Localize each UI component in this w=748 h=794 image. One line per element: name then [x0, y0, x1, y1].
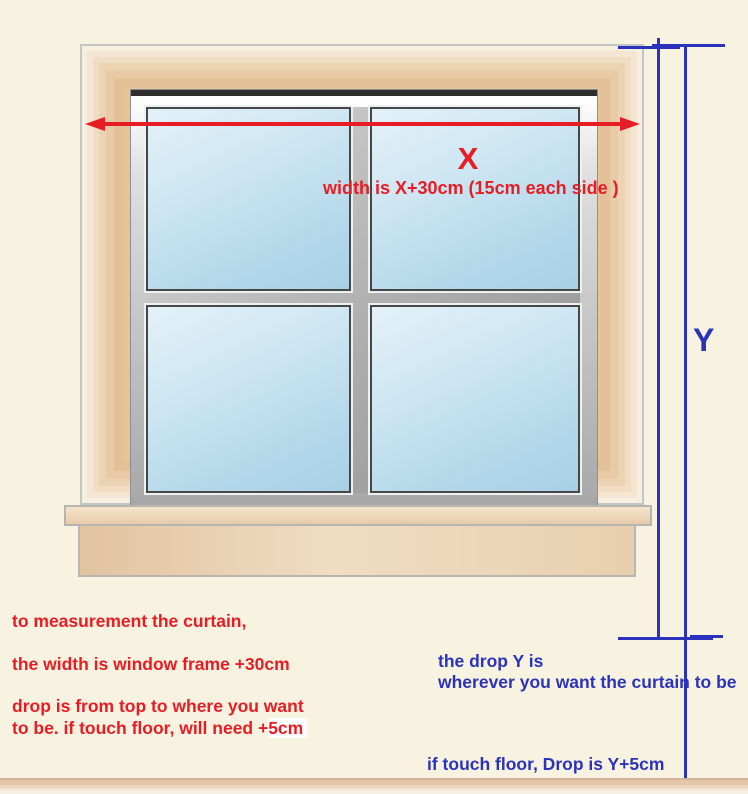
arrow-shaft	[101, 122, 624, 126]
drop-note-line2: wherever you want the curtain to be	[438, 672, 737, 692]
window-pane-bottom-right	[368, 303, 582, 495]
instruction-measure-curtain: to measurement the curtain,	[12, 611, 247, 631]
floor-note: if touch floor, Drop is Y+5cm	[427, 754, 665, 774]
width-measure-arrow	[85, 117, 640, 131]
window-pane-top-right	[368, 105, 582, 293]
window-mullions	[144, 105, 582, 495]
window-sill-apron	[78, 526, 636, 577]
instruction-width-rule: the width is window frame +30cm	[12, 654, 290, 674]
instruction-drop-line1: drop is from top to where you want	[12, 696, 304, 716]
drop-note: the drop Y is wherever you want the curt…	[438, 651, 737, 693]
floor-strip	[0, 778, 748, 794]
width-formula-label: width is X+30cm (15cm each side )	[323, 178, 619, 198]
instruction-drop-line2: to be. if touch floor, will need +5cm	[12, 717, 308, 739]
drop-note-line1: the drop Y is	[438, 651, 544, 671]
arrowhead-right-icon	[620, 117, 640, 131]
drop-mid-tick-2	[690, 635, 723, 638]
window-frame	[131, 90, 597, 505]
arrowhead-left-icon	[85, 117, 105, 131]
window-sill	[64, 505, 652, 526]
instruction-drop-line2-text: to be. if touch floor, will need +	[12, 718, 269, 738]
x-label: X	[457, 141, 479, 176]
drop-mid-tick	[618, 637, 713, 640]
window-pane-bottom-left	[144, 303, 353, 495]
instruction-drop-rule: drop is from top to where you want to be…	[12, 695, 308, 739]
plus-5cm-highlight: 5cm	[268, 718, 308, 738]
drop-top-tick	[618, 46, 680, 49]
drop-line-y-plus-5	[684, 45, 687, 787]
drop-line-y	[657, 38, 660, 638]
drop-top-tick-2	[652, 44, 725, 47]
y-label: Y	[693, 322, 715, 358]
window-pane-top-left	[144, 105, 353, 293]
